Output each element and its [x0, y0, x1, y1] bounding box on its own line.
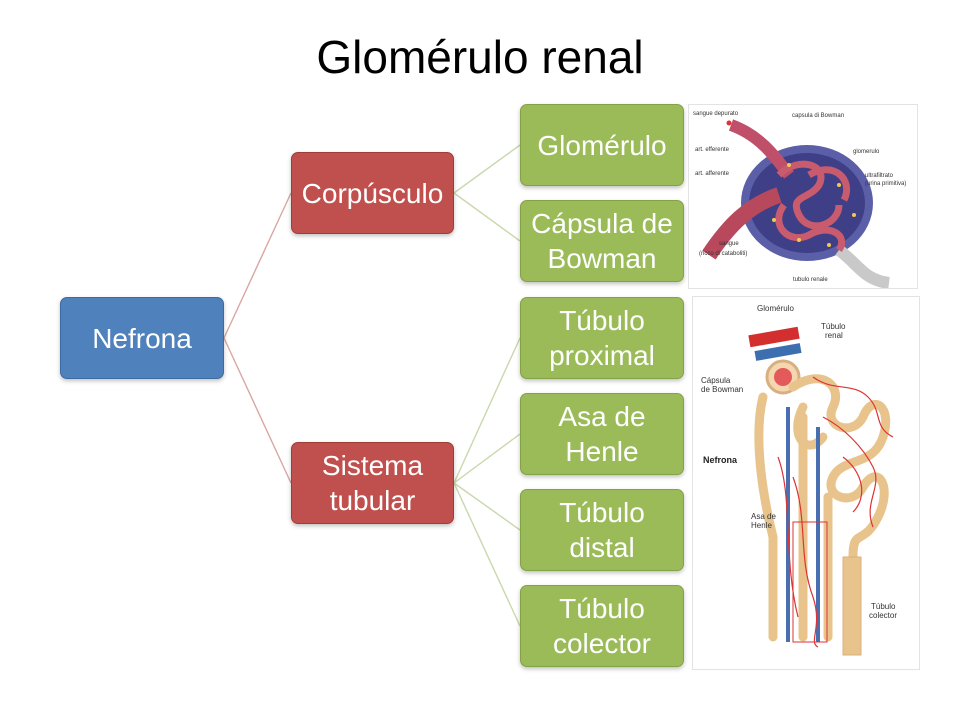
- connector-sistema-colector: [453, 482, 521, 627]
- connector-sistema-distal: [453, 482, 521, 531]
- node-capsula-bowman: Cápsula de Bowman: [520, 200, 684, 282]
- label-art-efferente: art. efferente: [695, 147, 730, 153]
- node-asa-henle: Asa de Henle: [520, 393, 684, 475]
- label-asa-2: Henle: [751, 521, 772, 530]
- label-art-afferente: art. afferente: [695, 171, 730, 177]
- label-asa-1: Asa de: [751, 512, 776, 521]
- label-tubulo-renale: tubulo renale: [793, 277, 828, 283]
- node-tubulo-proximal: Túbulo proximal: [520, 297, 684, 379]
- node-corpusculo: Corpúsculo: [291, 152, 454, 234]
- label-glomerulo-top: glomerulo: [853, 149, 880, 155]
- node-tubulo-distal: Túbulo distal: [520, 489, 684, 571]
- label-capsula-1: Cápsula: [701, 376, 731, 385]
- label-tubulo-renal-1: Túbulo: [821, 322, 846, 331]
- label-sangue-depurato: sangue depurato: [693, 111, 739, 117]
- connector-sistema-henle: [453, 433, 521, 484]
- label-glomerulo-bottom: Glomérulo: [757, 304, 794, 313]
- label-capsula-bowman: capsula di Bowman: [792, 113, 844, 119]
- node-glomerulo: Glomérulo: [520, 104, 684, 186]
- nephron-illustration-icon: Glomérulo Túbulo renal Cápsula de Bowman…: [692, 296, 920, 670]
- label-ricco-cataboliti: (ricco di cataboliti): [699, 251, 747, 257]
- label-colector-1: Túbulo: [871, 602, 896, 611]
- connector-corpusculo-glomerulo: [453, 144, 521, 194]
- connector-sistema-proximal: [453, 337, 521, 484]
- glomerulus-illustration-icon: sangue depurato capsula di Bowman art. e…: [688, 104, 918, 289]
- connector-corpusculo-capsula: [453, 192, 521, 242]
- node-nefrona: Nefrona: [60, 297, 224, 379]
- label-colector-2: colector: [869, 611, 897, 620]
- label-nefrona: Nefrona: [703, 455, 738, 465]
- connector-root-sistema: [223, 337, 292, 484]
- label-ultrafiltrato: ultrafiltrato: [865, 173, 894, 179]
- label-urina-primitiva: (urina primitiva): [865, 181, 906, 187]
- label-sangue: sangue: [719, 241, 739, 247]
- label-tubulo-renal-2: renal: [825, 331, 843, 340]
- node-tubulo-colector: Túbulo colector: [520, 585, 684, 667]
- connector-root-corpusculo: [223, 192, 292, 339]
- page-title: Glomérulo renal: [316, 31, 644, 83]
- node-sistema-tubular: Sistema tubular: [291, 442, 454, 524]
- label-capsula-2: de Bowman: [701, 385, 743, 394]
